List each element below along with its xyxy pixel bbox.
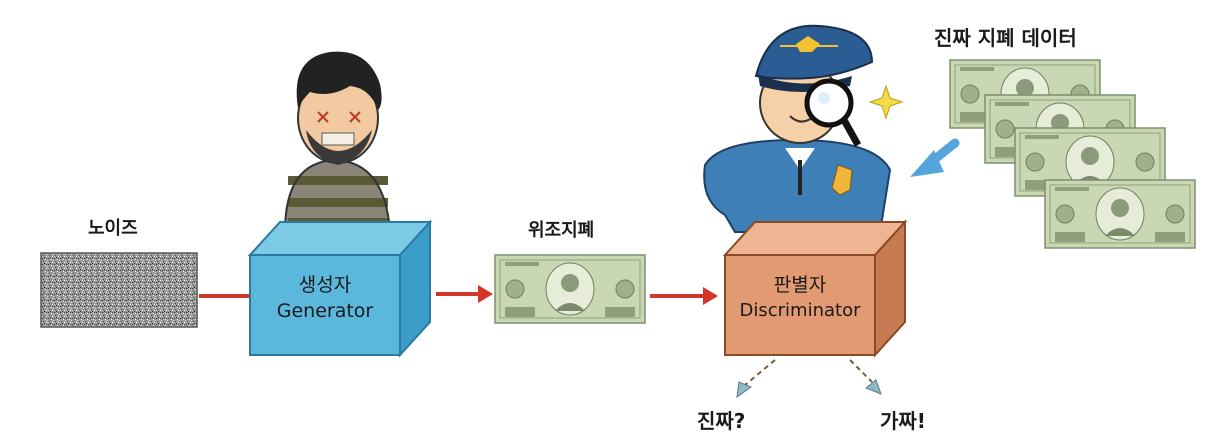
noise-label: 노이즈 [88,218,138,239]
fake-answer-label: 가짜! [880,409,926,433]
generator-label-en: Generator [276,300,374,322]
fake-bill-label: 위조지폐 [528,220,595,241]
noise-image [40,252,198,328]
dollar-bill-icon [494,254,646,324]
discriminator-label-ko: 판별자 [773,274,827,296]
arrow-to-fake-answer [849,359,882,395]
real-data-label: 진짜 지폐 데이터 [934,26,1077,50]
discriminator-label-en: Discriminator [739,300,861,321]
sparkle-icon [868,84,904,120]
arrow-fake-bill-to-discriminator [650,287,718,305]
police-officer-icon [703,24,892,233]
prisoner-icon [283,51,392,233]
real-bills-stack [949,59,1196,249]
generator-label-ko: 생성자 [298,274,352,296]
generator-box [247,219,433,358]
discriminator-box [722,219,908,358]
magnifier-icon [804,78,862,147]
arrow-real-data-to-discriminator [910,138,960,177]
real-answer-label: 진짜? [697,409,746,433]
arrow-to-real-answer [736,359,776,399]
arrow-generator-to-fake-bill [436,285,493,303]
